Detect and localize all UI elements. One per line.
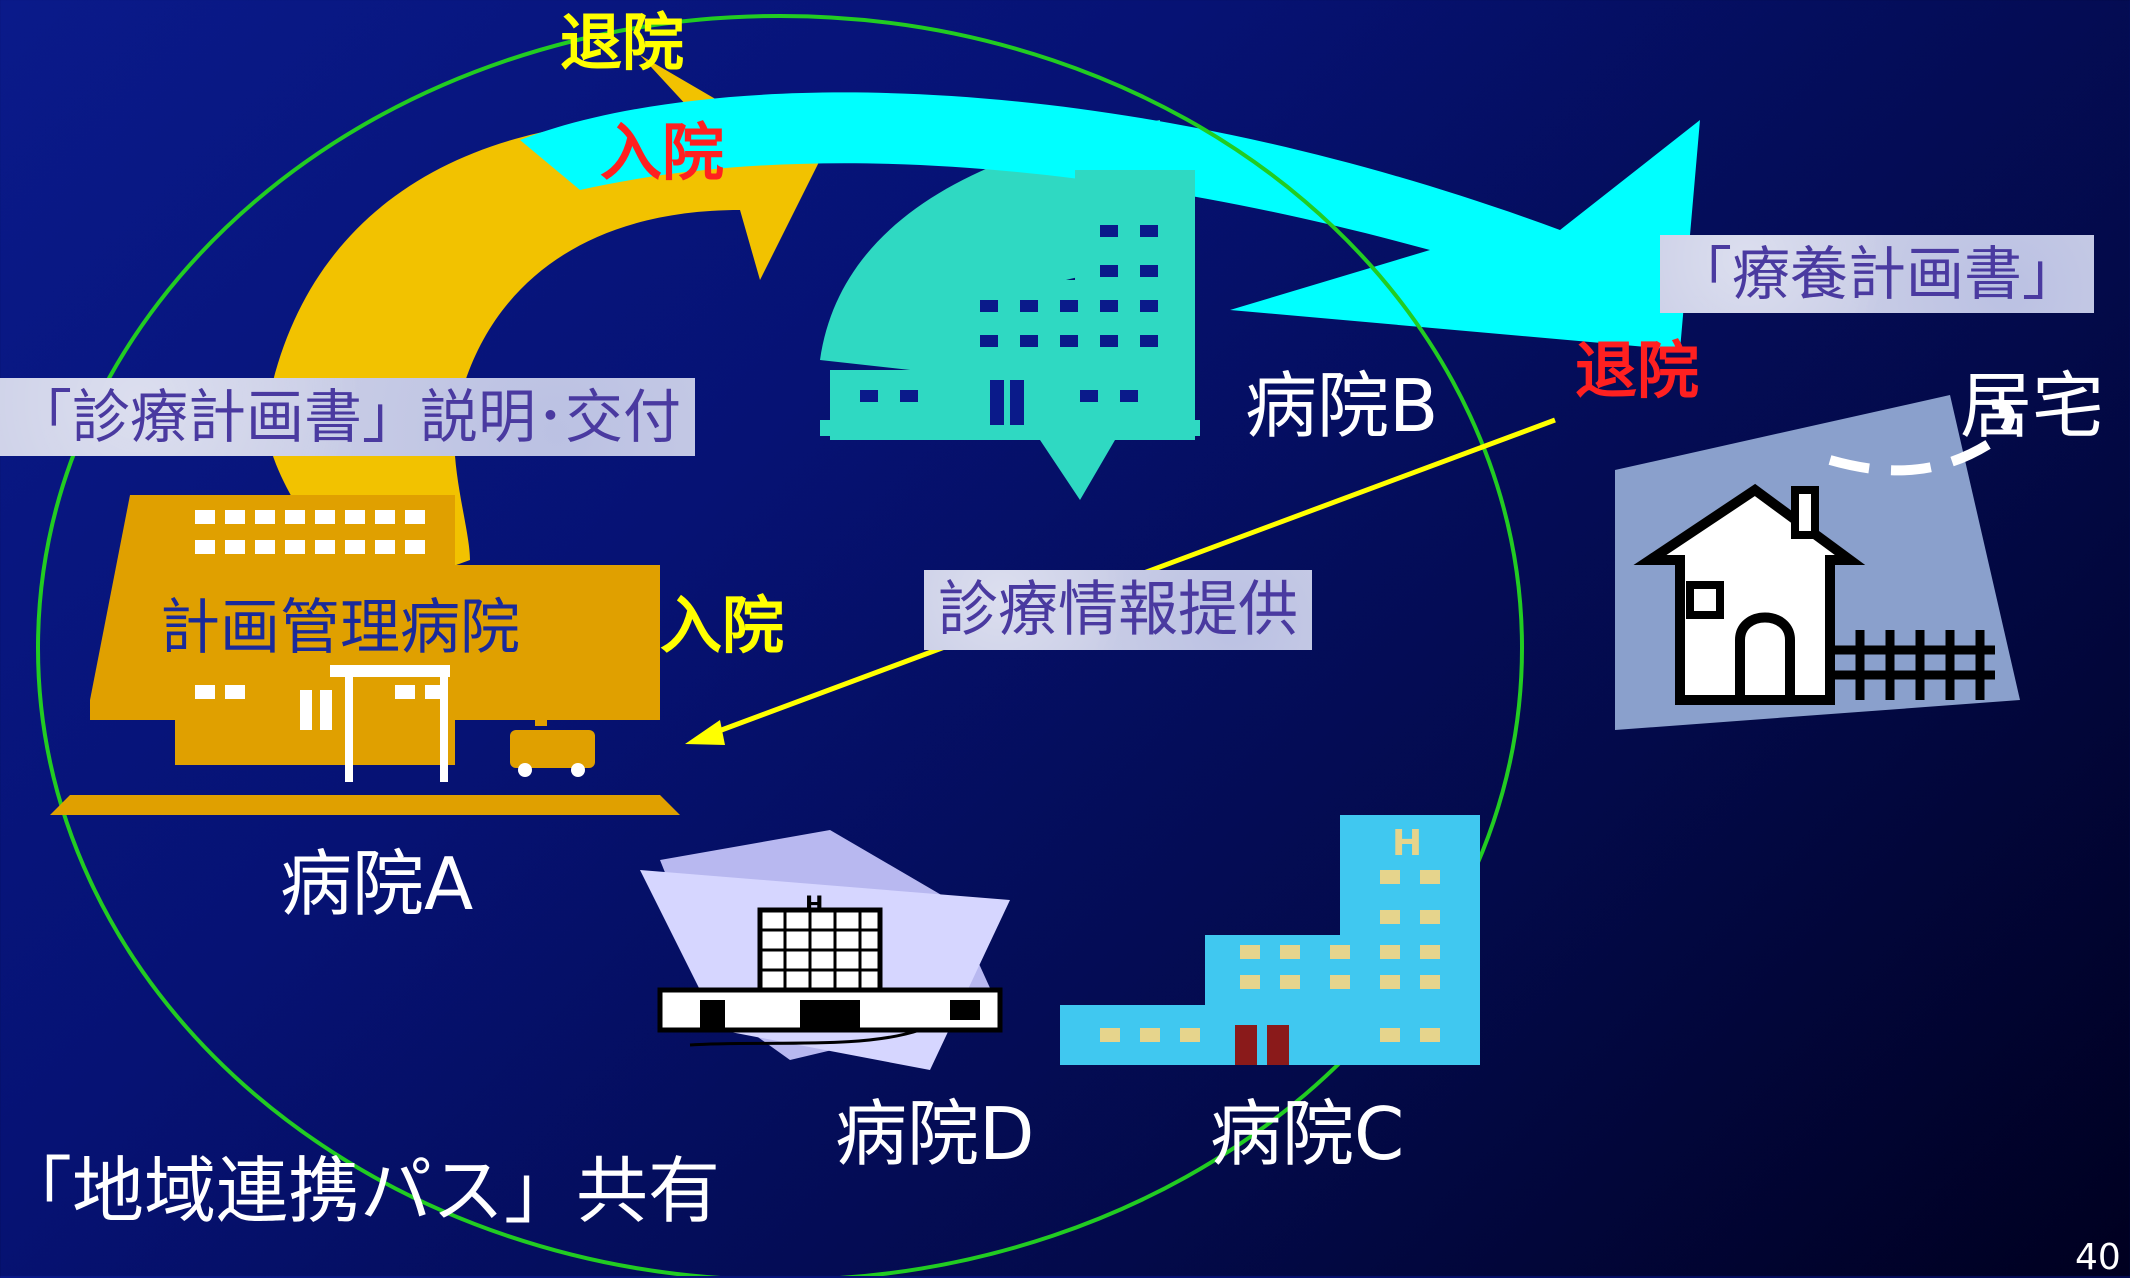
svg-text:H: H bbox=[805, 893, 823, 918]
hospital-c-label: 病院C bbox=[1210, 1092, 1405, 1176]
hospital-b-label: 病院B bbox=[1245, 364, 1439, 448]
hospital-a-building bbox=[50, 495, 680, 815]
taiin-right-label: 退院 bbox=[1575, 334, 1700, 407]
network-ellipse bbox=[36, 14, 1524, 1276]
hospital-b-building bbox=[820, 170, 1200, 440]
hospital-d-building: H bbox=[640, 830, 1010, 1070]
home-house-icon bbox=[1615, 395, 2020, 730]
taiin-top-label: 退院 bbox=[560, 6, 685, 79]
hospital-d-label: 病院D bbox=[835, 1092, 1035, 1176]
hospital-a-label: 病院A bbox=[280, 842, 474, 926]
nyuin-top-label: 入院 bbox=[600, 116, 725, 189]
info-provide-box: 診療情報提供 bbox=[924, 570, 1312, 650]
yellow-arrow bbox=[265, 55, 820, 600]
nyuin-mid-label: 入院 bbox=[660, 589, 785, 662]
info-arrow-line bbox=[699, 417, 1556, 741]
shinryo-plan-box: 「診療計画書」説明･交付 bbox=[0, 378, 695, 456]
ambulance-icon bbox=[510, 716, 595, 777]
page-number: 40 bbox=[2075, 1237, 2121, 1278]
home-label: 居宅 bbox=[1960, 364, 2105, 448]
hospital-c-building: H bbox=[1060, 815, 1480, 1065]
info-arrowhead bbox=[685, 720, 725, 745]
ryoyo-plan-box: 「療養計画書」 bbox=[1660, 235, 2094, 313]
plan-hospital-label: 計画管理病院 bbox=[160, 593, 520, 663]
svg-text:H: H bbox=[1392, 823, 1422, 864]
pass-share-label: 「地域連携パス」共有 bbox=[0, 1149, 721, 1233]
cyan-arrow bbox=[520, 92, 1700, 350]
